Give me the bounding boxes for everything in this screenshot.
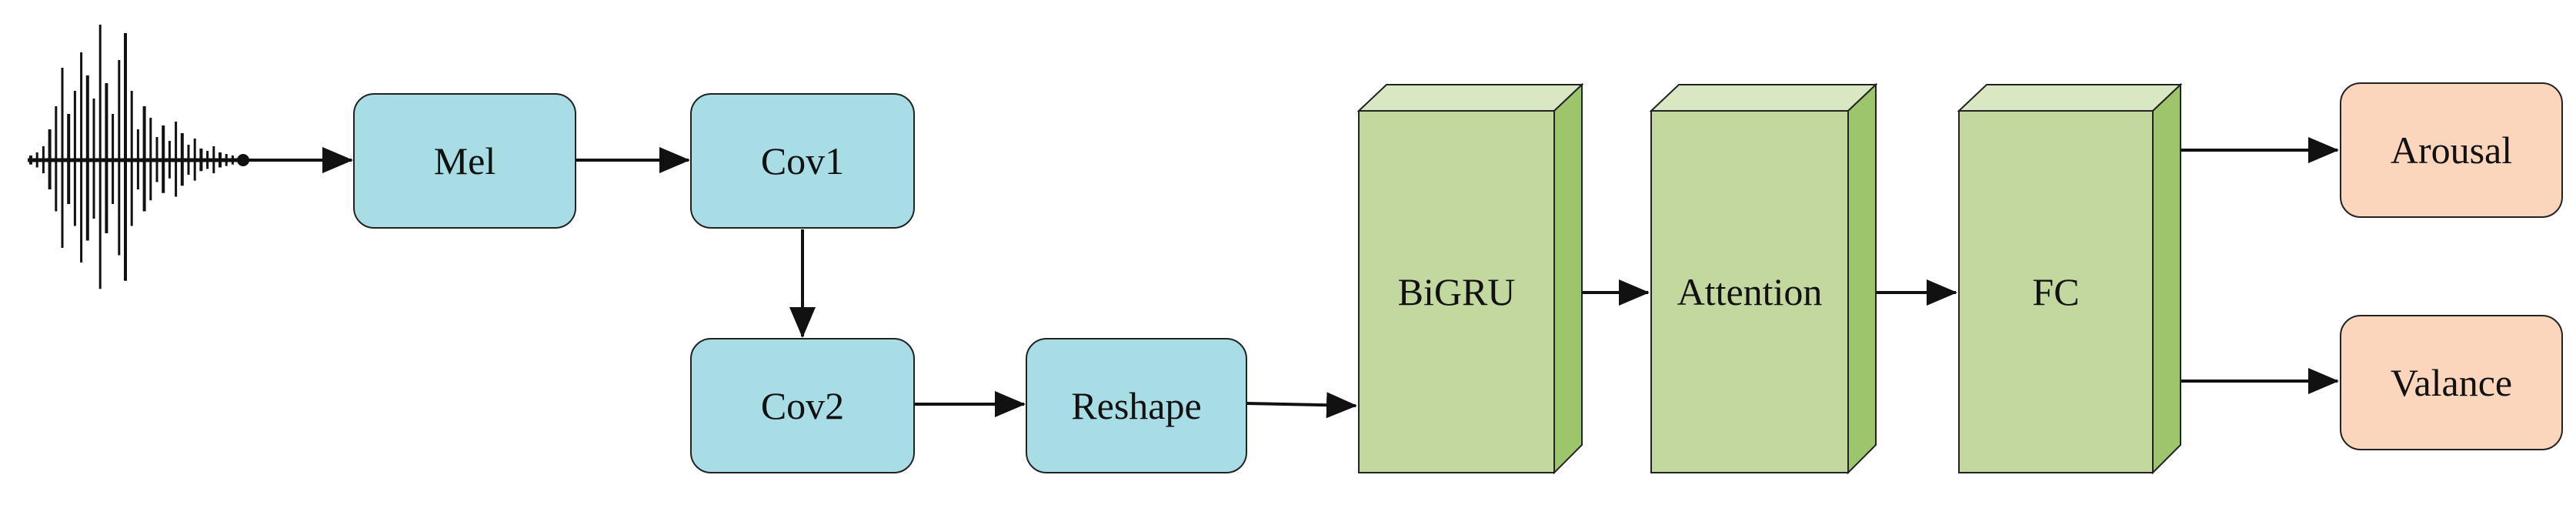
cov2-block: Cov2 xyxy=(690,338,915,473)
arousal-block: Arousal xyxy=(2340,82,2563,218)
connectors xyxy=(245,137,2339,419)
arousal-label: Arousal xyxy=(2391,129,2512,172)
reshape-label: Reshape xyxy=(1071,384,1201,427)
attention-block: Attention xyxy=(1649,82,1878,475)
audio-waveform-icon xyxy=(28,25,249,289)
mel-block: Mel xyxy=(353,93,576,229)
fc-label: FC xyxy=(2032,270,2079,313)
attention-label: Attention xyxy=(1677,270,1823,313)
cov1-label: Cov1 xyxy=(761,139,844,182)
bigru-block: BiGRU xyxy=(1356,82,1584,475)
arrow-reshape-to-bigru xyxy=(1246,392,1357,419)
mel-label: Mel xyxy=(434,139,496,182)
valance-label: Valance xyxy=(2391,361,2512,404)
fc-block: FC xyxy=(1957,82,2183,475)
valance-block: Valance xyxy=(2340,315,2563,450)
cov2-label: Cov2 xyxy=(761,384,844,427)
bigru-label: BiGRU xyxy=(1398,270,1516,313)
reshape-block: Reshape xyxy=(1026,338,1247,473)
cov1-block: Cov1 xyxy=(690,93,915,229)
